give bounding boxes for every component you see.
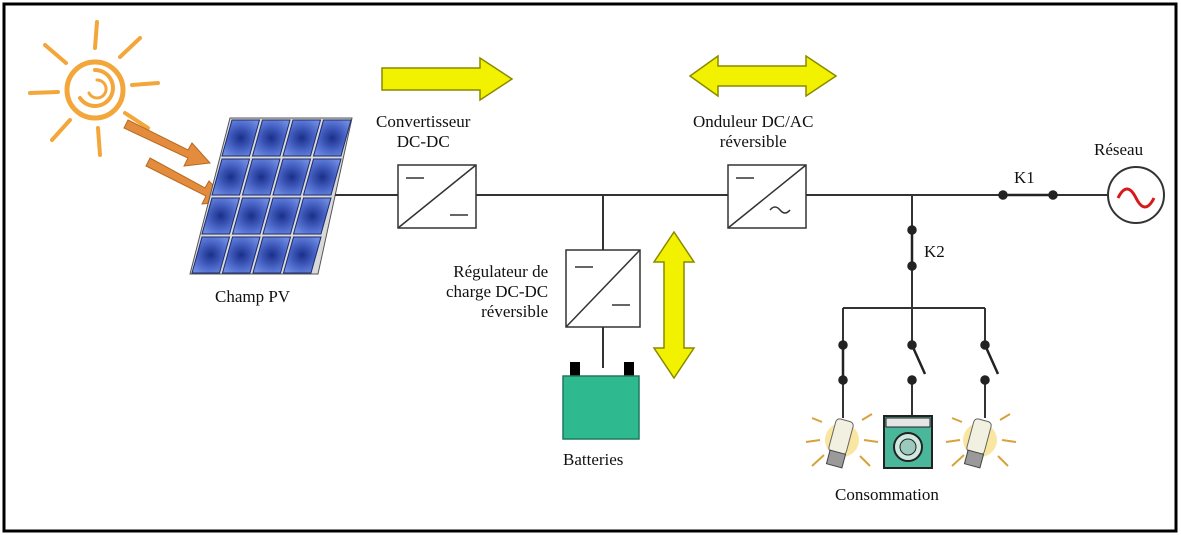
- regulator-icon: [565, 249, 641, 328]
- k2-switch: [907, 225, 917, 271]
- regulator-label: Régulateur de charge DC-DC réversible: [446, 262, 548, 322]
- grid-label: Réseau: [1094, 140, 1144, 159]
- battery-icon: [562, 362, 640, 440]
- inverter-icon: [727, 164, 807, 229]
- pv-cell: [262, 197, 302, 235]
- dcdc-label-line2: DC-DC: [396, 132, 450, 151]
- load-switches: [838, 340, 1000, 385]
- flow-arrows: [381, 54, 838, 380]
- pv-cell: [282, 236, 322, 274]
- pv-cell: [302, 158, 342, 196]
- pv-cell: [241, 158, 281, 196]
- pv-cell: [252, 236, 292, 274]
- pv-cell: [201, 197, 241, 235]
- pv-cell: [191, 236, 231, 274]
- dcdc-label-line1: Convertisseur: [376, 112, 471, 131]
- pv-cell: [251, 119, 291, 157]
- arrow-bidirectional-horizontal-icon: [688, 54, 838, 98]
- bulb-icon: [945, 413, 1017, 469]
- pv-cell: [312, 119, 352, 157]
- sun-icon: [28, 20, 160, 157]
- regulator-label-line1: Régulateur de: [453, 262, 549, 281]
- inverter-label: Onduleur DC/AC réversible: [693, 112, 813, 152]
- pv-cell: [272, 158, 312, 196]
- k1-label: K1: [1014, 168, 1035, 187]
- arrow-bidirectional-vertical-icon: [652, 230, 696, 380]
- inverter-label-line1: Onduleur DC/AC: [693, 112, 814, 131]
- pv-panel-icon: [189, 117, 353, 275]
- regulator-label-line2: charge DC-DC: [446, 282, 549, 301]
- arrow-right-icon: [381, 56, 514, 102]
- pv-label: Champ PV: [215, 287, 291, 306]
- pv-cell: [221, 236, 261, 274]
- k1-switch: [998, 190, 1058, 200]
- dcdc-converter-icon: [397, 164, 477, 229]
- dcdc-label: Convertisseur DC-DC: [376, 112, 470, 152]
- pv-cell: [211, 158, 251, 196]
- ac-source-icon: [1107, 166, 1165, 224]
- pv-cell: [231, 197, 271, 235]
- pv-cell: [282, 119, 322, 157]
- k2-label: K2: [924, 242, 945, 261]
- bulb-icon: [805, 413, 879, 469]
- pv-cell: [292, 197, 332, 235]
- bus-wires: [335, 194, 1108, 418]
- regulator-label-line3: réversible: [481, 302, 549, 321]
- pv-cell: [221, 119, 261, 157]
- batteries-label: Batteries: [563, 450, 624, 469]
- washing-machine-icon: [883, 415, 933, 469]
- consumption-label: Consommation: [835, 485, 939, 504]
- inverter-label-line2: réversible: [719, 132, 787, 151]
